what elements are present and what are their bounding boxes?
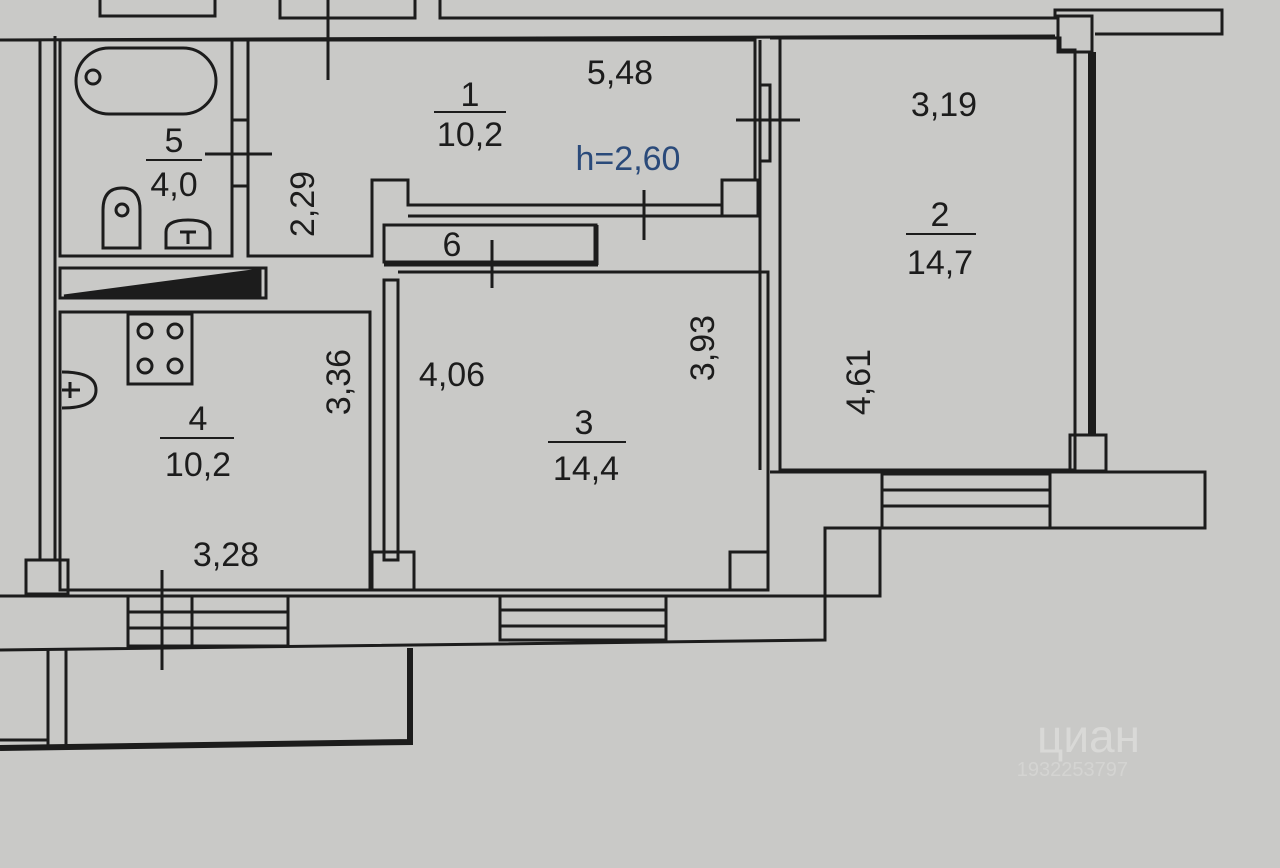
top-wall-segment-2 bbox=[278, 0, 417, 20]
room-4-number: 4 bbox=[189, 400, 208, 438]
ceiling-height: h=2,60 bbox=[576, 140, 681, 178]
top-wall-segment-3 bbox=[438, 0, 1224, 36]
room-1-depth: 2,29 bbox=[284, 171, 322, 237]
bath-wall-block bbox=[230, 118, 250, 188]
bathtub-drain bbox=[84, 68, 102, 86]
room-3-outline bbox=[398, 270, 770, 592]
room-3-area: 14,4 bbox=[553, 450, 619, 488]
room-4-area: 10,2 bbox=[165, 446, 231, 484]
room-4-outline bbox=[58, 310, 372, 592]
vent-fill bbox=[63, 268, 262, 298]
walls bbox=[0, 0, 1224, 751]
bathtub bbox=[74, 46, 218, 116]
room-6-number: 6 bbox=[443, 226, 462, 264]
room-1-width: 5,48 bbox=[587, 54, 653, 92]
room-5-number: 5 bbox=[165, 122, 184, 160]
room-2-outline bbox=[770, 36, 1077, 472]
room-2-column-top bbox=[1056, 14, 1094, 54]
top-wall-segment-1 bbox=[98, 0, 217, 18]
room-1-outline bbox=[246, 38, 757, 258]
room-3-window bbox=[498, 594, 668, 642]
watermark-listing-id: 1932253797 bbox=[1017, 759, 1128, 781]
room-3-depth: 3,93 bbox=[684, 315, 722, 381]
kitchen-window bbox=[126, 594, 290, 648]
stove bbox=[126, 312, 194, 386]
watermark-brand: циан bbox=[1037, 710, 1140, 762]
room-1-number: 1 bbox=[461, 76, 480, 114]
room-3-column-right bbox=[728, 550, 770, 592]
room-2-width: 3,19 bbox=[911, 86, 977, 124]
toilet bbox=[101, 186, 142, 250]
toilet-seat bbox=[114, 202, 130, 218]
room-3-number: 3 bbox=[575, 404, 594, 442]
room-2-window bbox=[880, 472, 1052, 530]
room-3-column-top bbox=[720, 178, 760, 218]
vent-strip bbox=[58, 266, 268, 300]
room-2-number: 2 bbox=[931, 196, 950, 234]
room-3-left-wall bbox=[382, 278, 400, 562]
bathroom-outline bbox=[58, 38, 234, 258]
room-5-area: 4,0 bbox=[150, 166, 197, 204]
room-4-depth: 3,36 bbox=[320, 349, 358, 415]
room-3-width: 4,06 bbox=[419, 356, 485, 394]
room-1-area: 10,2 bbox=[437, 116, 503, 154]
kitchen-column bbox=[24, 558, 70, 596]
labels: 5,48 1 10,2 h=2,60 2,29 5 4,0 6 3,19 2 1… bbox=[146, 54, 1140, 781]
sink bbox=[164, 218, 212, 250]
room-2-depth: 4,61 bbox=[840, 349, 878, 415]
room-3-column-left bbox=[370, 550, 416, 592]
balcony-post bbox=[46, 650, 68, 750]
room-2-area: 14,7 bbox=[907, 244, 973, 282]
room-4-width: 3,28 bbox=[193, 536, 259, 574]
balcony-rail bbox=[0, 648, 413, 751]
kitchen-sink bbox=[61, 370, 98, 410]
